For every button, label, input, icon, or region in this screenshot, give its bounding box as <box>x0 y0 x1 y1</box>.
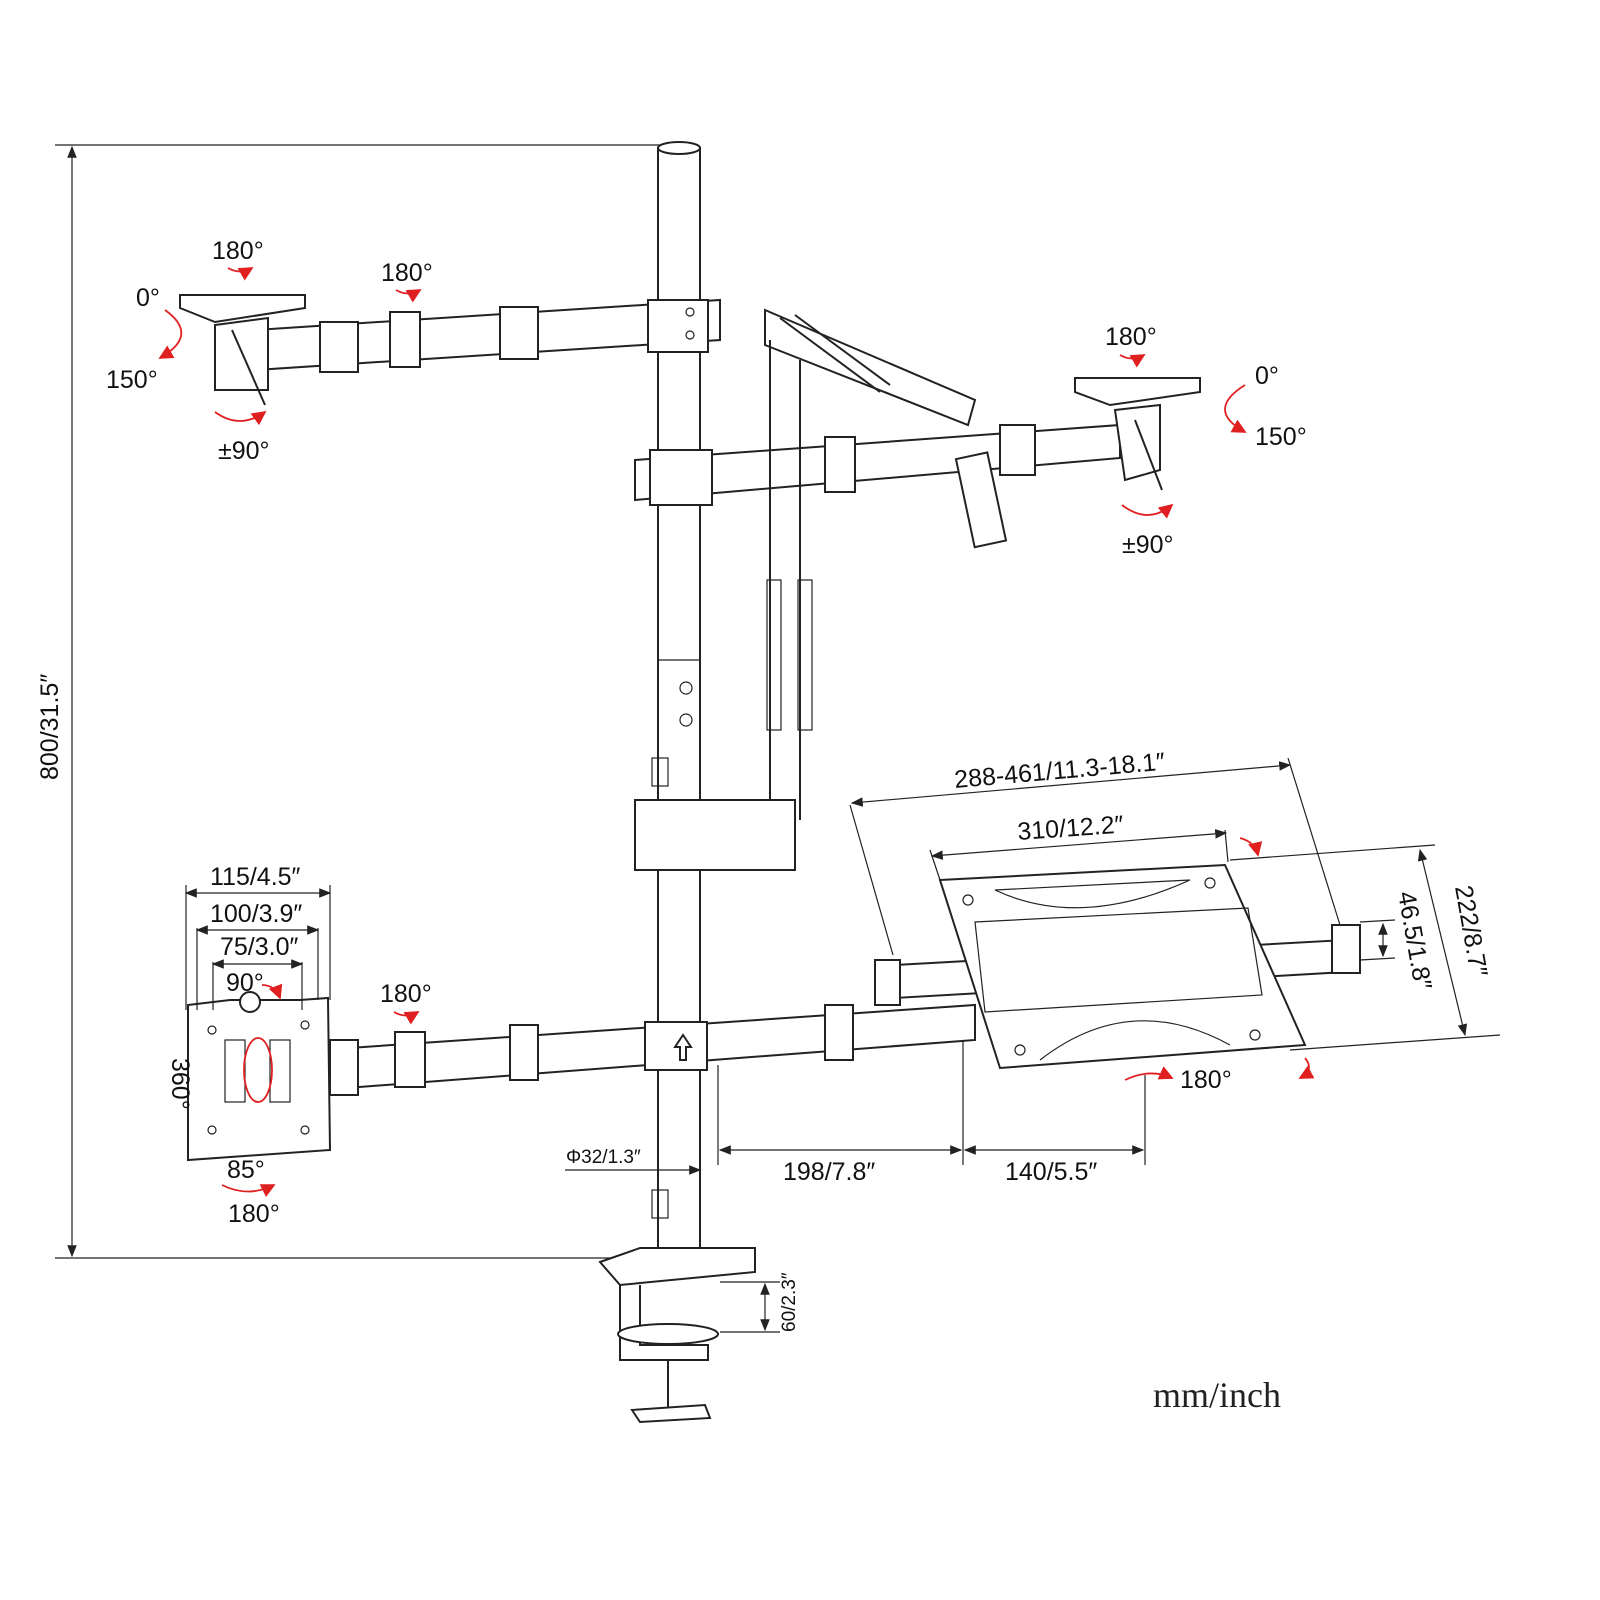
vesa-75-label: 75/3.0″ <box>220 933 299 961</box>
tl-rotate-label: ±90° <box>218 437 270 465</box>
reach-dimensions <box>565 1040 1146 1175</box>
rotate-arrow-icon <box>1121 503 1174 519</box>
tilt-arrow-icon <box>261 983 283 1000</box>
tray-swivel-label: 180° <box>1180 1066 1232 1094</box>
tray-width-label: 310/12.2″ <box>1016 811 1124 846</box>
tray-extension-label: 288-461/11.3-18.1″ <box>953 748 1166 794</box>
vesa-115-label: 115/4.5″ <box>210 863 301 891</box>
tray-hook-label: 46.5/1.8″ <box>1392 889 1437 992</box>
height-label: 800/31.5″ <box>36 674 64 780</box>
rotation-arrow-icon <box>227 267 254 281</box>
tr-swivel-label: 180° <box>1105 323 1157 351</box>
tilt-arrow-icon <box>1298 1057 1315 1079</box>
clamp-thickness-label: 60/2.3″ <box>779 1272 800 1332</box>
vesa-100-label: 100/3.9″ <box>210 900 302 928</box>
swivel-arrow-icon <box>221 1184 276 1198</box>
bottom-arm-swivel-label: 180° <box>380 980 432 1008</box>
up-arrow-icon <box>673 1033 693 1061</box>
vesa-tilt-label: 90° <box>226 969 264 997</box>
tl-tilt-down-label: 150° <box>106 366 158 394</box>
vesa-swivel-label: 180° <box>228 1200 280 1228</box>
tilt-arrow-icon <box>1239 837 1263 857</box>
vesa-dimensions <box>184 885 332 1010</box>
desk-clamp: 60/2.3″ <box>598 1247 800 1424</box>
rotation-arrow-icon <box>395 289 422 303</box>
tray-dimensions <box>849 757 1501 1051</box>
bottom-arm <box>187 991 976 1162</box>
pole-diameter-label: Φ32/1.3″ <box>566 1147 641 1168</box>
height-dimension: 800/31.5″ <box>36 144 678 1259</box>
reach-198-label: 198/7.8″ <box>783 1158 875 1186</box>
tilt-arrow-icon <box>1224 384 1247 433</box>
units-label: mm/inch <box>1153 1375 1281 1415</box>
top-left-arm <box>179 294 721 406</box>
swivel-arrow-icon <box>1124 1066 1174 1081</box>
laptop-tray <box>874 863 1361 1070</box>
tr-tilt-down-label: 150° <box>1255 423 1307 451</box>
tl-tilt-up-label: 0° <box>136 284 160 312</box>
vesa-tilt-down-label: 85° <box>227 1156 265 1184</box>
tr-rotate-label: ±90° <box>1122 531 1174 559</box>
tr-tilt-up-label: 0° <box>1255 362 1279 390</box>
tilt-arrow-icon <box>158 309 183 359</box>
reach-140-label: 140/5.5″ <box>1005 1158 1097 1186</box>
rotation-arrow-icon <box>1119 354 1146 368</box>
tl-arm-swivel-label: 180° <box>381 259 433 287</box>
tray-depth-label: 222/8.7″ <box>1449 883 1493 979</box>
rotate-arrow-icon <box>214 410 267 426</box>
top-right-arm <box>634 308 1201 871</box>
vesa-rotation-label: 360° <box>166 1058 194 1110</box>
rotation-arrow-icon <box>393 1011 420 1025</box>
tl-swivel-label: 180° <box>212 237 264 265</box>
